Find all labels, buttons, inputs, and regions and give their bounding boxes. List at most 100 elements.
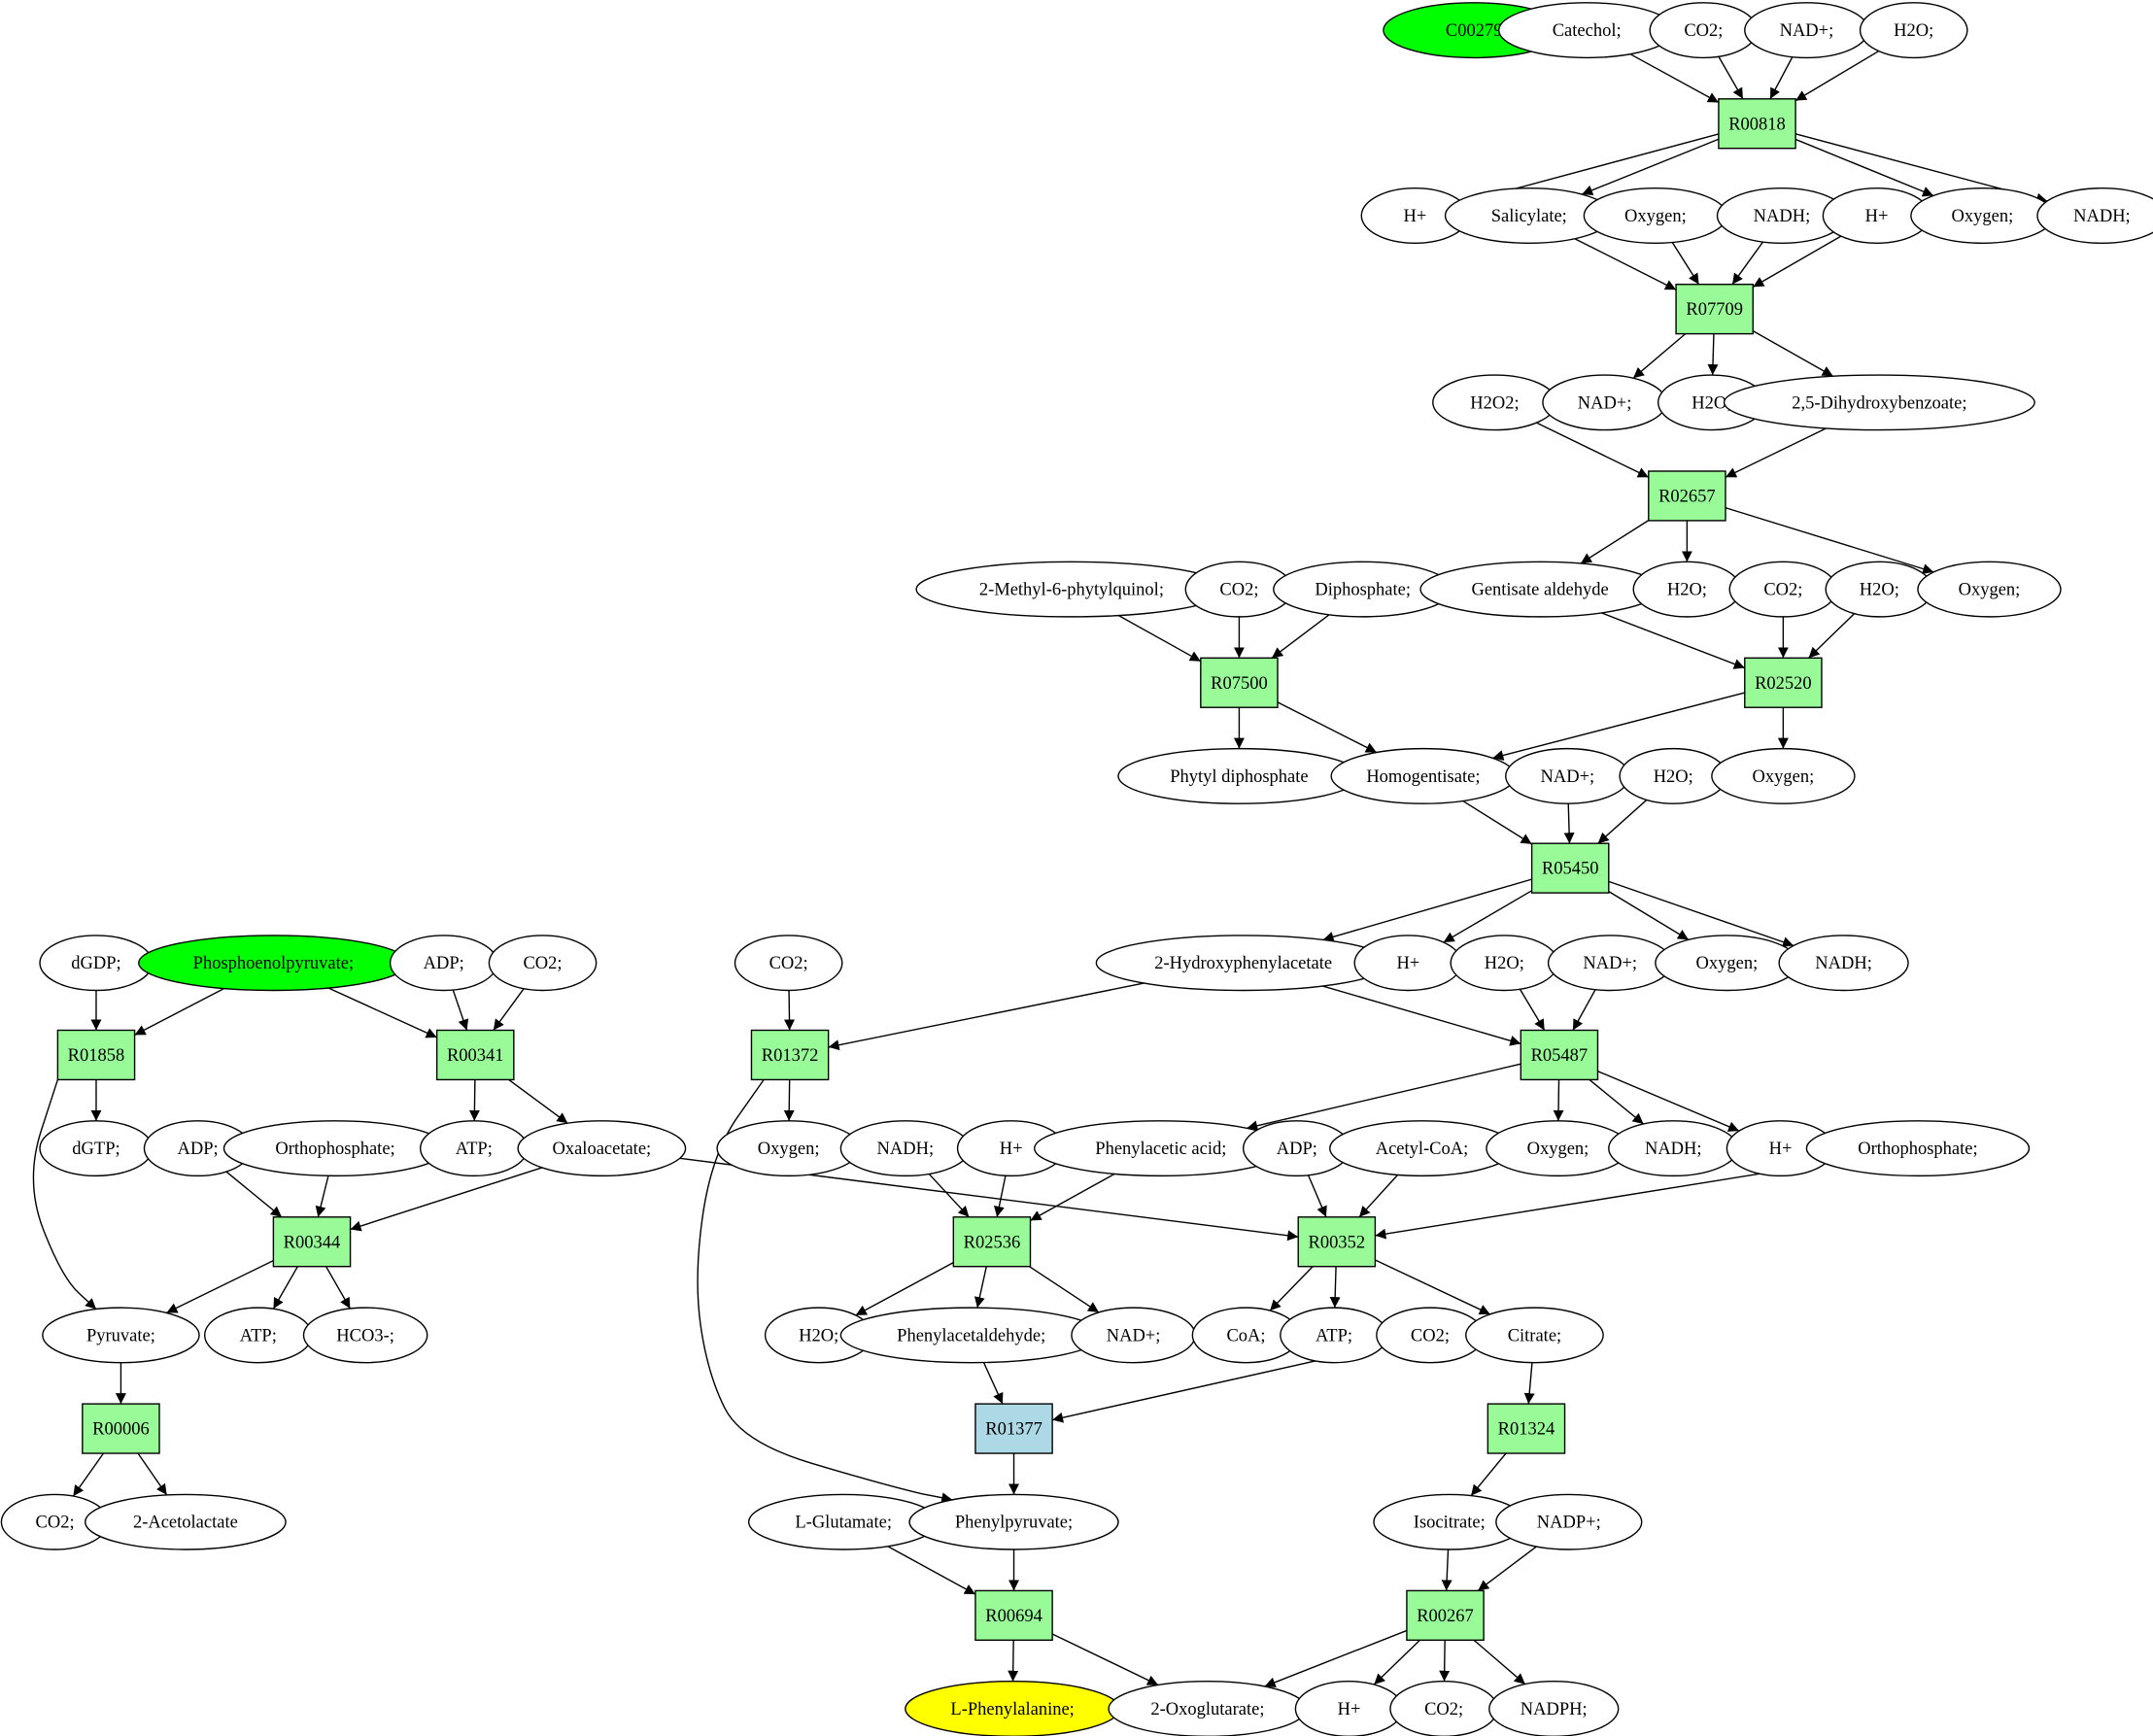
node-label: H2O; — [1485, 954, 1524, 973]
reaction-node-r00341[interactable]: R00341 — [435, 1029, 515, 1081]
reaction-node-r00352[interactable]: R00352 — [1297, 1216, 1377, 1268]
reaction-node-r00267[interactable]: R00267 — [1406, 1589, 1485, 1642]
compound-node-acetolactate[interactable]: 2-Acetolactate — [84, 1493, 287, 1550]
compound-node-phenylacetaldehyde[interactable]: Phenylacetaldehyde; — [839, 1307, 1103, 1364]
compound-node-h2o-f[interactable]: H2O; — [1450, 935, 1559, 992]
compound-node-hco3[interactable]: HCO3-; — [302, 1307, 428, 1364]
compound-node-h2o-g[interactable]: H2O; — [764, 1307, 873, 1364]
compound-node-nadh-b[interactable]: NADH; — [2036, 187, 2153, 244]
compound-node-co2-g[interactable]: CO2; — [0, 1493, 110, 1550]
compound-node-hplus-b[interactable]: H+ — [1822, 187, 1931, 244]
node-label: NADH; — [1754, 207, 1811, 226]
compound-node-h2o-e[interactable]: H2O; — [1619, 747, 1728, 804]
reaction-box — [1530, 842, 1610, 894]
compound-node-phenylalanine[interactable]: L-Phenylalanine; — [905, 1681, 1121, 1736]
compound-node-nadh-a[interactable]: NADH; — [1716, 187, 1848, 244]
edge-oxygen-a-to-r07709 — [1671, 242, 1700, 286]
compound-node-atp-b[interactable]: ATP; — [203, 1307, 313, 1364]
compound-node-oxygen-e[interactable]: Oxygen; — [1655, 935, 1799, 992]
compound-node-gentisate-ald[interactable]: Gentisate aldehyde — [1419, 561, 1660, 618]
compound-node-co2-h[interactable]: CO2; — [1389, 1681, 1498, 1736]
compound-node-pyruvate[interactable]: Pyruvate; — [42, 1307, 200, 1364]
compound-node-nadh-d[interactable]: NADH; — [839, 1120, 971, 1177]
compound-node-catechol[interactable]: Catechol; — [1497, 2, 1676, 59]
compound-node-co2-a[interactable]: CO2; — [1649, 2, 1759, 59]
edge-r05450-to-nadh-c — [1608, 880, 1794, 947]
reaction-node-r01377[interactable]: R01377 — [974, 1403, 1053, 1454]
compound-node-glutamate[interactable]: L-Glutamate; — [747, 1493, 940, 1550]
compound-node-dgdp[interactable]: dGDP; — [39, 935, 154, 992]
compound-node-dgtp[interactable]: dGTP; — [39, 1120, 154, 1177]
edge-co2-d-to-r00341 — [493, 988, 525, 1031]
compound-node-salicylate[interactable]: Salicylate; — [1444, 187, 1614, 244]
compound-node-h2o2[interactable]: H2O2; — [1432, 374, 1557, 431]
compound-node-adp-a[interactable]: ADP; — [389, 935, 498, 992]
compound-node-hplus-e[interactable]: H+ — [1726, 1120, 1835, 1177]
compound-node-phenylacetic[interactable]: Phenylacetic acid; — [1034, 1120, 1288, 1177]
compound-node-nadh-c[interactable]: NADH; — [1778, 935, 1909, 992]
reaction-node-r01372[interactable]: R01372 — [750, 1029, 830, 1081]
reaction-node-r02520[interactable]: R02520 — [1744, 657, 1823, 708]
compound-node-pep[interactable]: Phosphoenolpyruvate; — [138, 935, 409, 992]
compound-node-nadp-d[interactable]: NAD+; — [1547, 935, 1673, 992]
compound-node-atp-a[interactable]: ATP; — [419, 1120, 529, 1177]
compound-node-oxygen-c[interactable]: Oxygen; — [1917, 561, 2062, 618]
compound-node-co2-f[interactable]: CO2; — [1376, 1307, 1485, 1364]
compound-node-nadh-e[interactable]: NADH; — [1608, 1120, 1739, 1177]
reaction-node-r00006[interactable]: R00006 — [82, 1403, 160, 1454]
reaction-node-r01324[interactable]: R01324 — [1487, 1403, 1566, 1454]
compound-node-hplus-c[interactable]: H+ — [1353, 935, 1463, 992]
reaction-box — [56, 1029, 136, 1081]
compound-node-adp-b[interactable]: ADP; — [143, 1120, 253, 1177]
reaction-node-r00344[interactable]: R00344 — [272, 1216, 352, 1268]
compound-node-hplus-f[interactable]: H+ — [1294, 1681, 1404, 1736]
compound-node-phenylpyruvate[interactable]: Phenylpyruvate; — [908, 1493, 1119, 1550]
compound-node-h2o-a[interactable]: H2O; — [1859, 2, 1968, 59]
edge-h2o-f-to-r05487 — [1519, 988, 1546, 1031]
compound-node-oxygen-a[interactable]: Oxygen; — [1583, 187, 1728, 244]
reaction-node-r07709[interactable]: R07709 — [1675, 283, 1754, 335]
compound-node-oxoglutarate[interactable]: 2-Oxoglutarate; — [1108, 1681, 1308, 1736]
compound-node-mpq[interactable]: 2-Methyl-6-phytylquinol; — [915, 561, 1228, 618]
compound-node-atp-c[interactable]: ATP; — [1280, 1307, 1388, 1364]
compound-node-oxygen-d[interactable]: Oxygen; — [1711, 747, 1856, 804]
compound-node-h2o-b[interactable]: H2O; — [1657, 374, 1766, 431]
compound-node-homogentisate[interactable]: Homogentisate; — [1330, 747, 1517, 804]
node-label: Oxygen; — [758, 1140, 820, 1159]
reaction-node-r05487[interactable]: R05487 — [1520, 1029, 1599, 1081]
compound-node-oxygen-f[interactable]: Oxygen; — [716, 1120, 861, 1177]
compound-node-h2o-c[interactable]: H2O; — [1632, 561, 1742, 618]
compound-node-diphosphate[interactable]: Diphosphate; — [1273, 561, 1453, 618]
compound-node-coa[interactable]: CoA; — [1191, 1307, 1301, 1364]
reaction-node-r01858[interactable]: R01858 — [56, 1029, 136, 1081]
compound-node-citrate[interactable]: Citrate; — [1465, 1307, 1604, 1364]
compound-node-phytyl-dp[interactable]: Phytyl diphosphate — [1117, 747, 1361, 804]
reaction-node-r02536[interactable]: R02536 — [952, 1216, 1032, 1268]
compound-node-co2-c[interactable]: CO2; — [1728, 561, 1838, 618]
compound-node-nadpplus[interactable]: NADP+; — [1495, 1493, 1643, 1550]
compound-node-orthophosphate-a[interactable]: Orthophosphate; — [222, 1120, 448, 1177]
compound-node-nadph[interactable]: NADPH; — [1488, 1681, 1620, 1736]
reaction-node-r05450[interactable]: R05450 — [1530, 842, 1610, 894]
reaction-node-r07500[interactable]: R07500 — [1200, 657, 1279, 708]
compound-node-co2-e[interactable]: CO2; — [734, 935, 843, 992]
compound-node-h2o-d[interactable]: H2O; — [1825, 561, 1934, 618]
compound-node-nadp-e[interactable]: NAD+; — [1071, 1307, 1196, 1364]
reaction-node-r02657[interactable]: R02657 — [1648, 470, 1726, 522]
node-label: Oxygen; — [1527, 1140, 1589, 1159]
compound-node-nadp-a[interactable]: NAD+; — [1744, 2, 1869, 59]
compound-node-co2-b[interactable]: CO2; — [1184, 561, 1294, 618]
edge-r01372-to-phenylpyruvate — [697, 1078, 953, 1504]
compound-node-hplus-d[interactable]: H+ — [956, 1120, 1066, 1177]
reaction-node-r00818[interactable]: R00818 — [1718, 98, 1796, 150]
compound-node-hpa[interactable]: 2-Hydroxyphenylacetate — [1095, 935, 1391, 992]
compound-node-oxaloacetate[interactable]: Oxaloacetate; — [517, 1120, 687, 1177]
compound-node-co2-d[interactable]: CO2; — [488, 935, 598, 992]
reaction-node-r00694[interactable]: R00694 — [974, 1589, 1053, 1642]
compound-node-oxygen-b[interactable]: Oxygen; — [1910, 187, 2055, 244]
compound-node-oxygen-g[interactable]: Oxygen; — [1486, 1120, 1630, 1177]
compound-node-nadp-c[interactable]: NAD+; — [1505, 747, 1630, 804]
compound-node-nadp-b[interactable]: NAD+; — [1542, 374, 1667, 431]
compound-node-orthophosphate-b[interactable]: Orthophosphate; — [1805, 1120, 2031, 1177]
compound-node-dhb[interactable]: 2,5-Dihydroxybenzoate; — [1723, 374, 2035, 431]
